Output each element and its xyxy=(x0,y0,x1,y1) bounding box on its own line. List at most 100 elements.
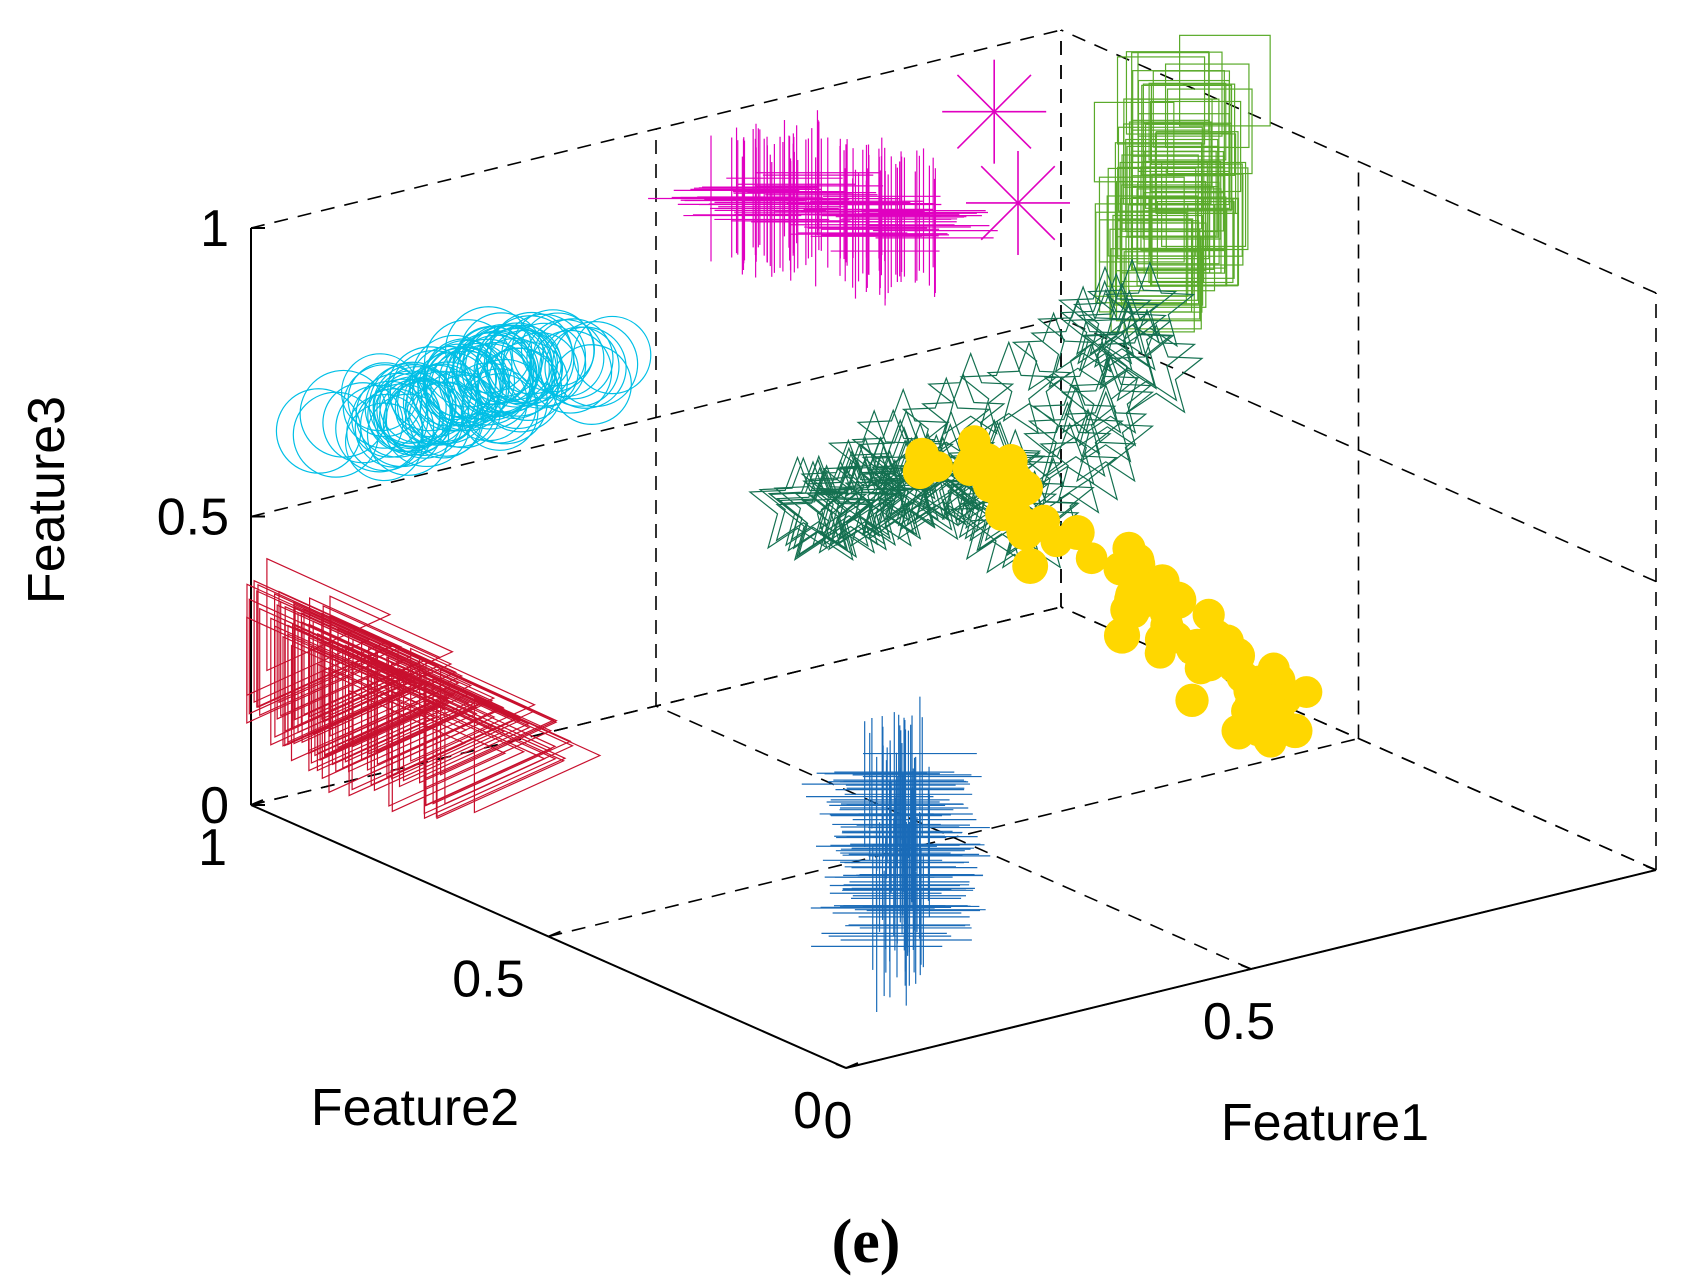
data-point xyxy=(1060,357,1155,447)
data-point xyxy=(1150,100,1242,193)
data-point xyxy=(851,826,975,950)
data-point xyxy=(544,326,627,409)
data-point xyxy=(984,475,1020,511)
grid-line xyxy=(1060,317,1657,583)
data-point xyxy=(1164,63,1250,149)
data-point xyxy=(827,726,938,837)
data-point xyxy=(348,689,466,797)
data-point xyxy=(683,156,802,275)
data-point xyxy=(959,340,1059,435)
data-point xyxy=(379,366,457,444)
data-point xyxy=(859,171,971,283)
data-point xyxy=(378,378,454,454)
data-point xyxy=(423,672,553,790)
data-point xyxy=(1128,204,1216,292)
data-point xyxy=(425,661,556,780)
data-point xyxy=(1103,617,1141,654)
data-point xyxy=(1144,622,1179,657)
data-point xyxy=(500,313,587,399)
data-point xyxy=(852,458,938,540)
y-tick-mark xyxy=(548,930,561,938)
data-point xyxy=(840,874,972,1006)
data-point xyxy=(436,702,566,820)
data-point xyxy=(777,464,876,559)
data-point xyxy=(1064,383,1148,463)
data-markers xyxy=(246,34,1323,1012)
data-point xyxy=(402,666,530,782)
data-point xyxy=(1043,342,1140,434)
data-point xyxy=(1151,173,1244,266)
data-point xyxy=(986,341,1072,423)
data-point xyxy=(834,712,955,833)
data-point xyxy=(737,125,856,244)
data-point xyxy=(294,606,420,721)
data-point xyxy=(1098,219,1193,313)
data-point xyxy=(1027,385,1124,478)
data-point xyxy=(1154,132,1233,210)
data-point xyxy=(702,129,818,245)
data-point xyxy=(1161,161,1247,248)
grid-line xyxy=(250,317,1062,518)
data-point xyxy=(901,376,991,462)
data-point xyxy=(922,451,954,482)
data-point xyxy=(844,730,973,859)
data-point xyxy=(673,127,800,254)
data-point xyxy=(1259,697,1295,733)
data-point xyxy=(734,158,847,271)
data-point xyxy=(869,165,990,286)
data-point xyxy=(762,137,893,268)
data-point xyxy=(821,870,947,997)
data-point xyxy=(1076,282,1168,368)
data-point xyxy=(1125,138,1219,233)
data-point xyxy=(698,128,818,248)
data-point xyxy=(680,137,807,264)
data-point xyxy=(1072,272,1160,355)
data-point xyxy=(839,752,954,867)
data-point xyxy=(957,425,991,458)
data-point xyxy=(870,421,970,516)
data-point xyxy=(1112,531,1146,565)
axis-layer xyxy=(250,227,1657,1069)
data-point xyxy=(852,715,972,835)
data-point xyxy=(266,557,392,672)
data-point xyxy=(952,451,988,487)
data-point xyxy=(1257,652,1290,685)
data-point xyxy=(1057,265,1153,356)
data-point xyxy=(425,346,502,424)
data-point xyxy=(284,605,424,732)
x-axis-label: Feature1 xyxy=(1221,1094,1429,1152)
data-point xyxy=(463,324,543,404)
data-point xyxy=(810,144,923,258)
data-point xyxy=(718,142,848,272)
data-point xyxy=(1290,676,1323,708)
data-point xyxy=(246,583,371,697)
data-point xyxy=(801,466,893,554)
data-point xyxy=(872,168,998,294)
data-point xyxy=(324,644,449,757)
grid-layer xyxy=(250,29,1657,1069)
data-point xyxy=(791,169,920,299)
data-point xyxy=(834,818,953,936)
data-point xyxy=(1114,142,1203,230)
data-point xyxy=(1097,308,1197,402)
data-point xyxy=(526,319,605,398)
data-point xyxy=(878,157,989,268)
data-point xyxy=(1152,70,1231,148)
data-point xyxy=(754,121,884,251)
data-point xyxy=(398,667,531,788)
data-point xyxy=(488,341,569,421)
data-point xyxy=(848,864,971,986)
data-point xyxy=(310,645,442,764)
data-point xyxy=(788,168,902,282)
data-point xyxy=(780,138,901,259)
data-point xyxy=(803,144,934,275)
data-point xyxy=(842,795,963,916)
data-point xyxy=(733,133,854,254)
data-point xyxy=(485,315,575,404)
y-tick-label: 0 xyxy=(793,1082,822,1140)
data-point xyxy=(747,128,877,258)
data-point xyxy=(276,604,404,720)
data-point xyxy=(840,163,952,275)
